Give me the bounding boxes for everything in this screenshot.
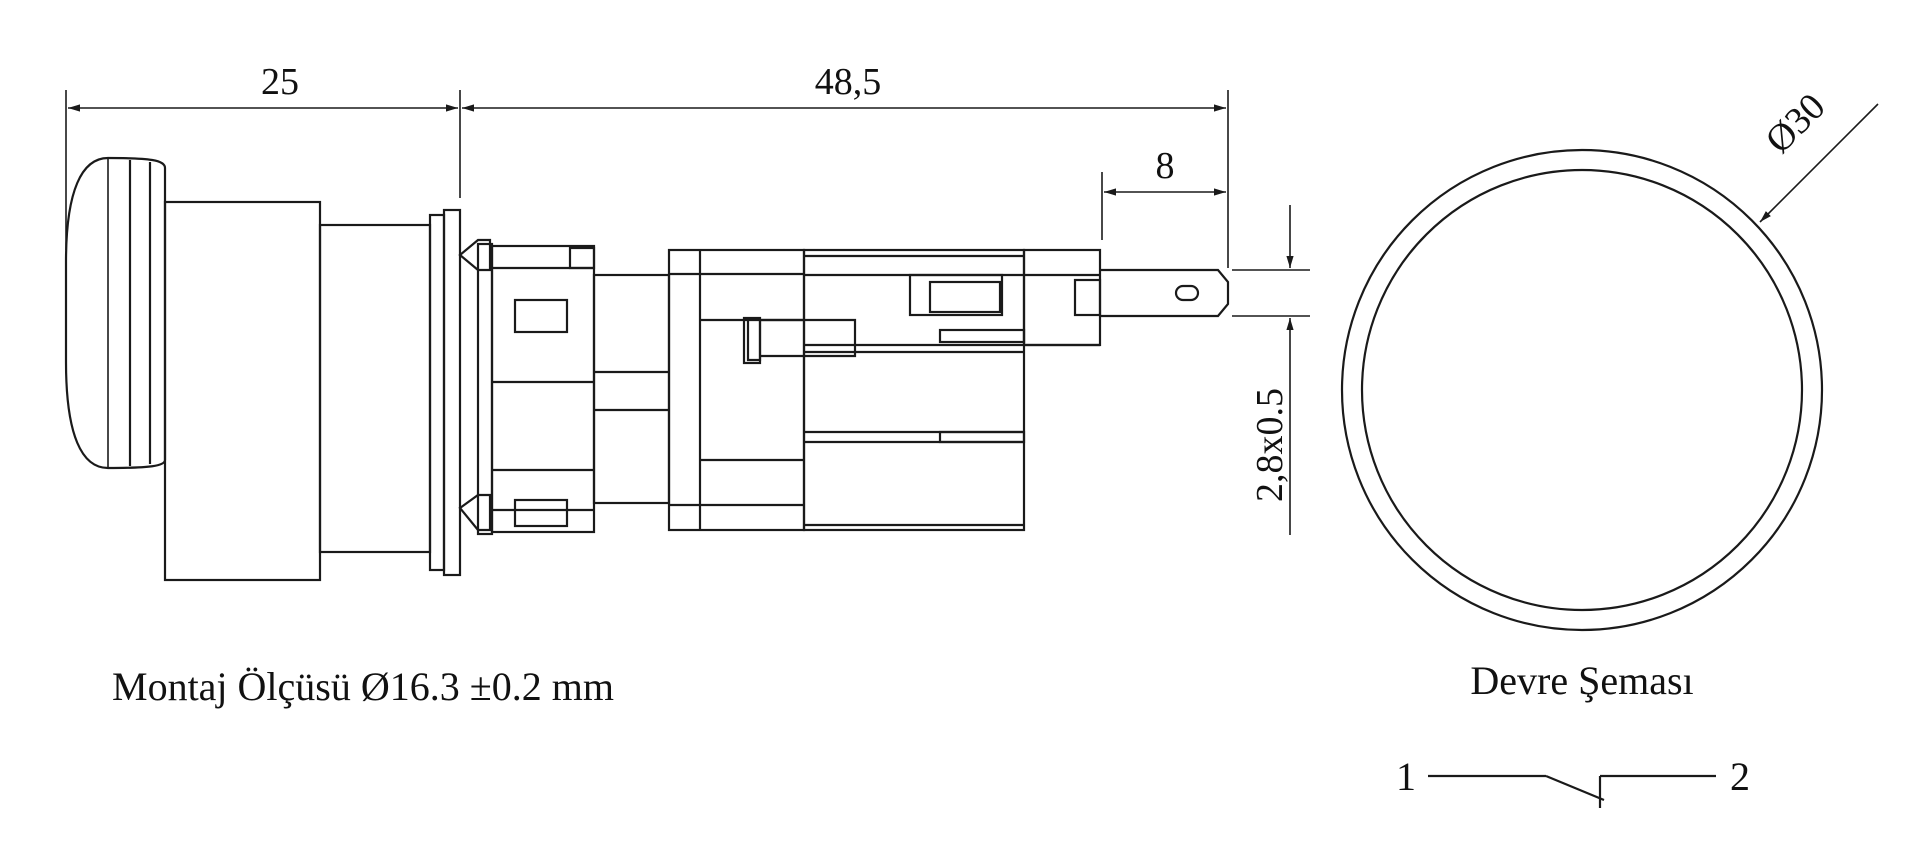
dim-label-8: 8 — [1156, 145, 1175, 187]
bezel-body — [163, 200, 322, 582]
dim-label-25: 25 — [261, 61, 299, 103]
locking-ring — [458, 238, 492, 272]
front-view: Ø30 — [1340, 86, 1879, 632]
contact-block — [667, 248, 806, 532]
circuit-title: Devre Şeması — [1470, 658, 1693, 703]
side-view — [64, 156, 1230, 582]
dim-label-48-5: 48,5 — [815, 61, 882, 103]
circuit-diagram: 1 2 — [1396, 754, 1750, 808]
bezel-outer-circle — [1340, 148, 1824, 632]
terminal-tab — [1100, 268, 1230, 318]
dim-label-terminal: 2,8x0.5 — [1249, 388, 1291, 502]
terminal-hole — [1174, 284, 1200, 302]
mounting-note: Montaj Ölçüsü Ø16.3 ±0.2 mm — [112, 664, 614, 709]
bezel-inner-circle — [1360, 168, 1804, 612]
diameter-leader — [1759, 103, 1879, 223]
pin-1-label: 1 — [1396, 754, 1416, 799]
dimensions: 25 48,5 8 2,8x0.5 — [65, 61, 1310, 535]
mounting-flange — [428, 213, 446, 572]
button-cap-ring — [107, 156, 167, 470]
switch-neck — [592, 273, 671, 505]
contact-block-rear — [802, 248, 1026, 532]
switch-contact — [1545, 774, 1605, 802]
diameter-label: Ø30 — [1758, 86, 1834, 162]
bezel-collar — [318, 223, 432, 554]
pin-2-label: 2 — [1730, 754, 1750, 799]
button-cap — [64, 156, 109, 470]
retaining-nut — [490, 244, 596, 534]
